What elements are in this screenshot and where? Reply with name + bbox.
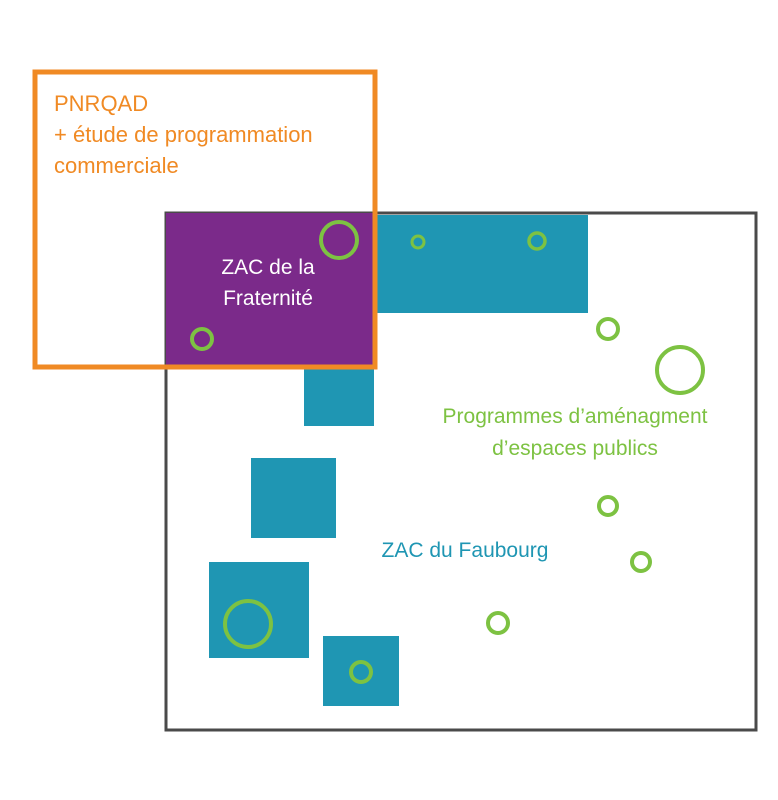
pnrqad-frame	[32, 69, 378, 370]
green-circle-fraternite-large	[319, 220, 359, 260]
fraternite-label-line2: Fraternité	[223, 287, 313, 310]
green-circle-right-1	[596, 317, 620, 341]
teal-block-bottom	[323, 636, 399, 706]
zac-fraternite-block	[166, 213, 374, 367]
green-circle-bottom	[349, 660, 373, 684]
green-circle-teal-1	[410, 234, 426, 250]
teal-block-top	[374, 215, 588, 313]
pnrqad-label-line1: PNRQAD	[54, 91, 148, 116]
programmes-label-line2: d’espaces publics	[492, 437, 658, 460]
green-circle-right-3	[630, 551, 652, 573]
pnrqad-label-line3: commerciale	[54, 153, 179, 178]
green-circle-bottom-mid	[486, 611, 510, 635]
green-circle-bottom-left	[223, 599, 273, 649]
faubourg-label: ZAC du Faubourg	[382, 539, 549, 562]
teal-block-middle	[251, 458, 336, 538]
programmes-label-line1: Programmes d’aménagment	[443, 405, 708, 428]
pnrqad-label-line2: + étude de programmation	[54, 122, 313, 147]
green-circle-teal-2	[527, 231, 547, 251]
green-circle-fraternite-small	[190, 327, 214, 351]
green-circle-right-large	[655, 345, 705, 395]
green-circle-right-2	[597, 495, 619, 517]
fraternite-label-line1: ZAC de la	[221, 256, 315, 279]
teal-block-small	[304, 366, 374, 426]
